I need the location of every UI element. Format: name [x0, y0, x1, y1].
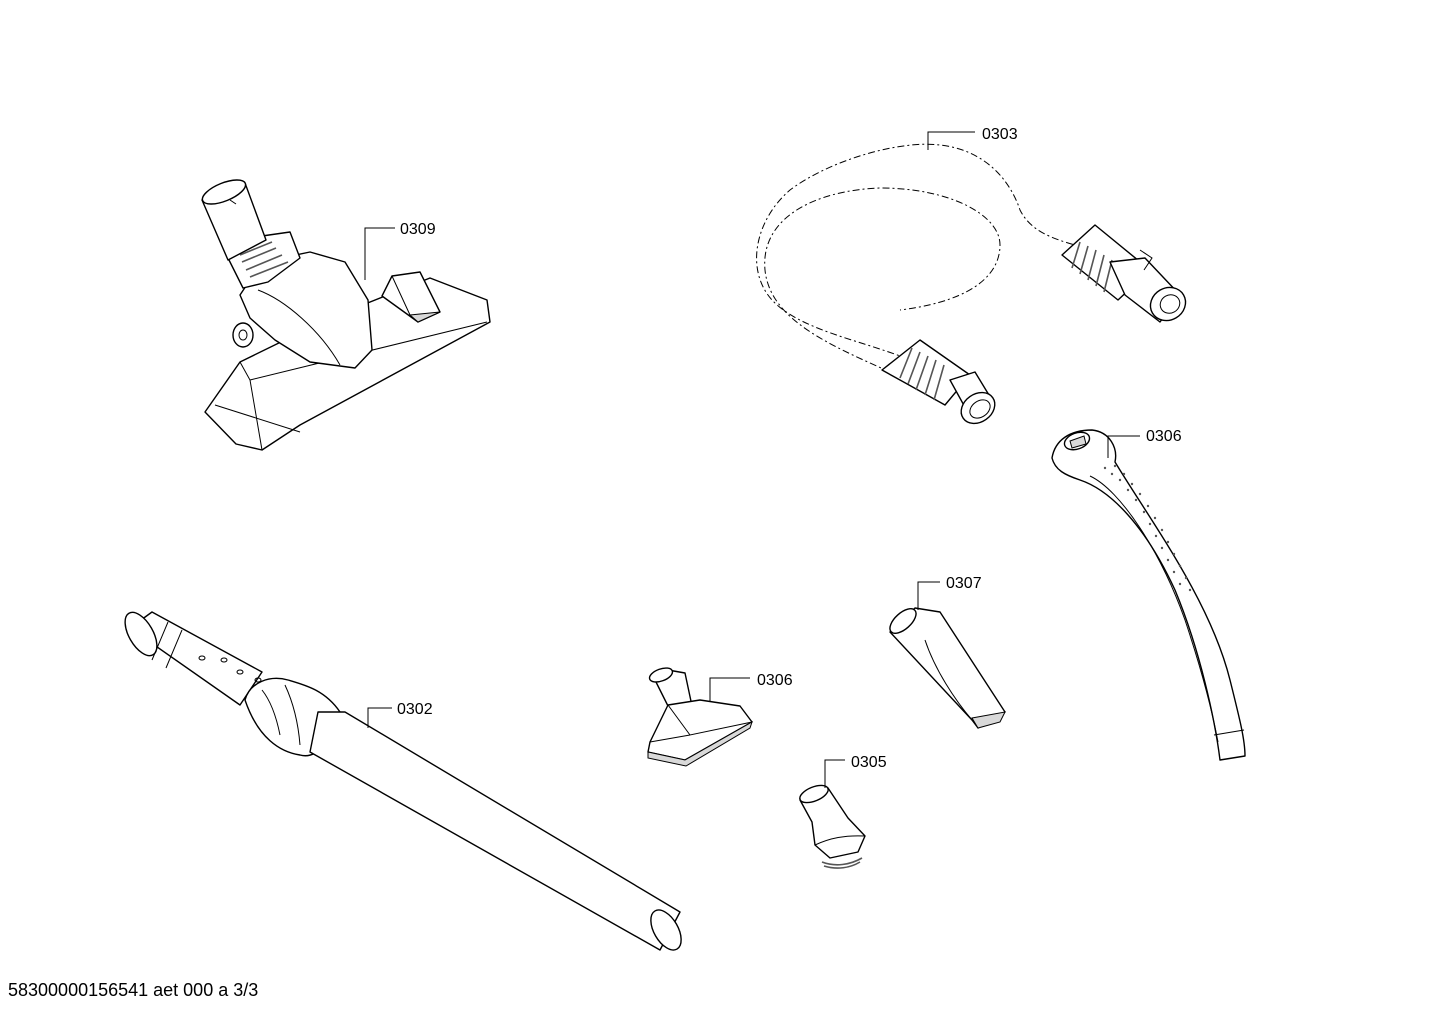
label-0306-upholstery: 0306 — [757, 672, 793, 689]
label-0306-handle: 0306 — [1146, 428, 1182, 445]
floor-nozzle-part — [201, 179, 491, 451]
leader-line-0302 — [367, 707, 392, 728]
leader-line-0306-handle — [1107, 435, 1140, 458]
handle-part — [1051, 429, 1246, 761]
leader-line-0306-upholstery — [709, 677, 750, 702]
leader-line-0303 — [927, 131, 975, 150]
label-0303: 0303 — [982, 126, 1018, 143]
extension-tube-part — [124, 611, 682, 951]
leader-line-0307 — [917, 581, 940, 610]
label-0302: 0302 — [397, 701, 433, 718]
crevice-tool-part — [889, 607, 1006, 729]
brush-tool-part — [799, 784, 866, 869]
label-0305: 0305 — [851, 754, 887, 771]
label-0307: 0307 — [946, 575, 982, 592]
leader-line-0305 — [824, 759, 845, 788]
document-reference-footer: 58300000156541 aet 000 a 3/3 — [8, 980, 259, 1000]
upholstery-nozzle-part — [647, 667, 753, 767]
label-0309: 0309 — [400, 221, 436, 238]
leader-line-0309 — [364, 227, 395, 280]
suction-hose-part — [756, 143, 1187, 425]
